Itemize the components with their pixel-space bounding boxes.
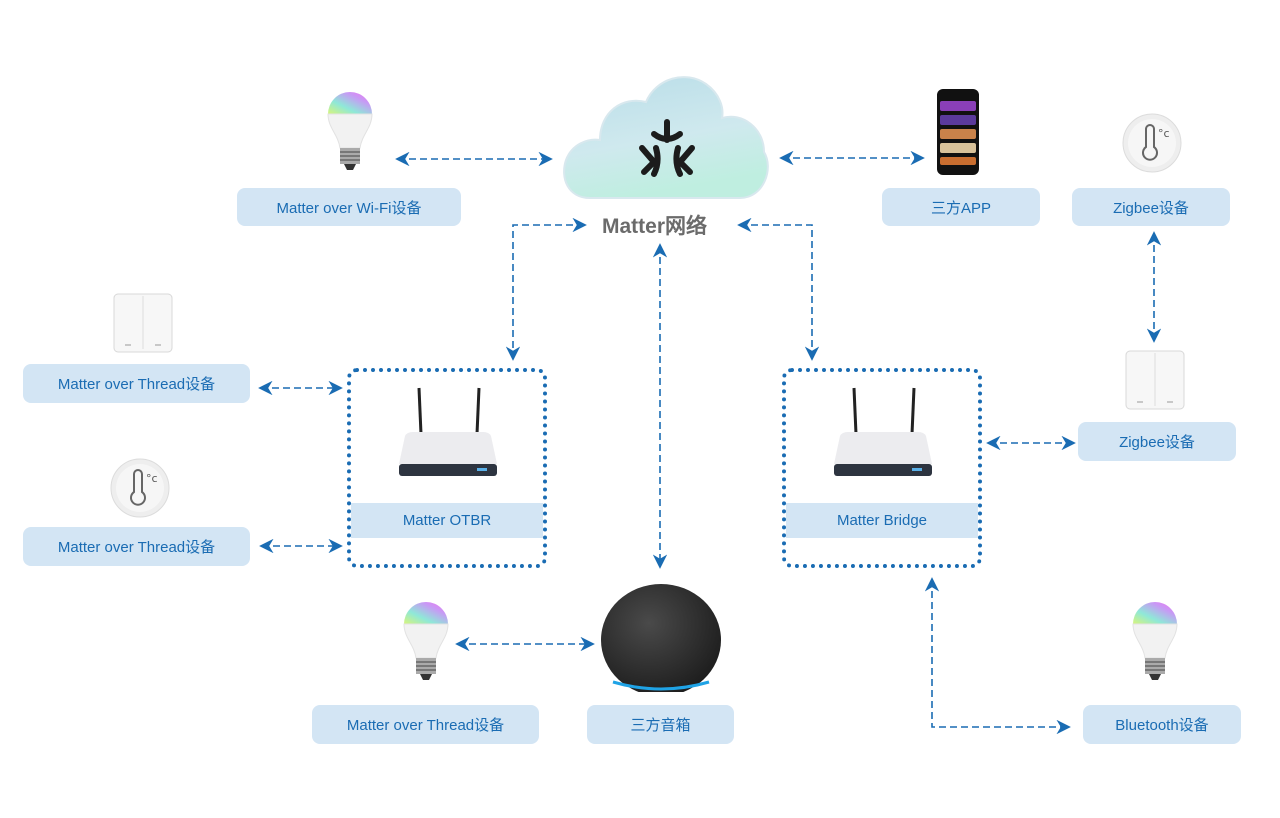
light-bulb-icon: [322, 86, 378, 176]
node-thread-bulb: Matter over Thread设备: [312, 705, 539, 744]
node-otbr: Matter OTBR: [351, 503, 543, 538]
light-bulb-icon: [1127, 596, 1183, 686]
node-app: 三方APP: [882, 188, 1040, 226]
link-center-otbr: [505, 217, 587, 361]
router-icon: [399, 387, 497, 476]
matter-cloud: [560, 68, 774, 200]
svg-text:°c: °c: [1158, 127, 1170, 140]
node-speaker: 三方音箱: [587, 705, 734, 744]
matter-network-title: Matter网络: [602, 215, 708, 238]
matter-logo-icon: [639, 119, 695, 177]
node-zigbee-top: Zigbee设备: [1072, 188, 1230, 226]
smartphone-icon: [937, 89, 979, 175]
thermometer-icon: °c: [110, 458, 170, 518]
node-bridge: Matter Bridge: [786, 503, 978, 538]
node-zigbee-switch: Zigbee设备: [1078, 422, 1236, 461]
link-center-bridge: [737, 217, 820, 361]
svg-text:°c: °c: [146, 472, 158, 485]
light-bulb-icon: [398, 596, 454, 686]
wall-switch-icon: [1125, 350, 1185, 410]
bridge-box: Matter Bridge: [782, 368, 982, 568]
node-thread-switch: Matter over Thread设备: [23, 364, 250, 403]
node-thread-thermo: Matter over Thread设备: [23, 527, 250, 566]
wall-switch-icon: [113, 293, 173, 353]
smart-speaker-icon: [599, 582, 723, 696]
thermometer-icon: °c: [1122, 113, 1182, 173]
node-bluetooth: Bluetooth设备: [1083, 705, 1241, 744]
otbr-box: Matter OTBR: [347, 368, 547, 568]
node-wifi-device: Matter over Wi-Fi设备: [237, 188, 461, 226]
router-icon: [834, 387, 932, 476]
link-bridge-bluetooth: [924, 577, 1071, 735]
